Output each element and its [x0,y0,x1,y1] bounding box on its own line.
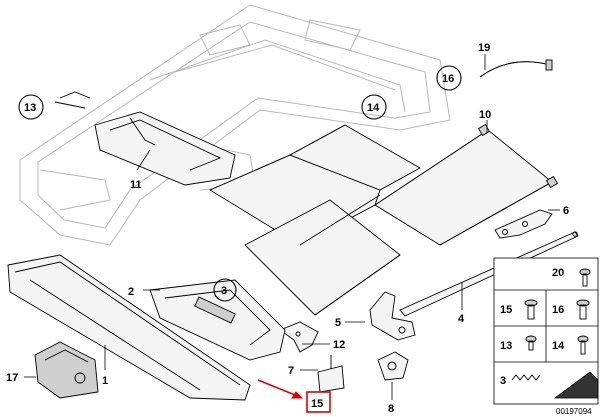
spring-3-icon [511,374,541,381]
callout-labels[interactable]: 1 2 4 5 6 7 8 10 11 12 15 17 19 13 14 16… [6,42,569,415]
leader-lines [24,54,560,400]
callout-11[interactable]: 11 [130,179,142,191]
screw-15-icon [524,299,538,320]
panel-label-14[interactable]: 14 [552,340,565,352]
panel-label-16[interactable]: 16 [552,304,564,316]
drawing-number: 00197094 [556,407,592,416]
panel-label-20[interactable]: 20 [552,267,564,279]
callout-17[interactable]: 17 [6,372,18,384]
callout-6[interactable]: 6 [563,205,569,217]
screw-13-icon [525,335,537,351]
panel-label-3[interactable]: 3 [500,375,506,387]
callout-13[interactable]: 13 [24,102,36,114]
part-11-bracket [54,91,236,186]
part-2-trim-panel [149,279,286,361]
screw-20-icon [579,268,591,287]
part-6-bracket [494,209,553,239]
callout-16[interactable]: 16 [442,73,454,85]
callout-1[interactable]: 1 [102,375,108,387]
callout-13-circle [18,94,44,120]
callout-10[interactable]: 10 [479,109,491,121]
screw-16-icon [576,299,590,320]
callout-12[interactable]: 12 [333,339,345,351]
callout-2[interactable]: 2 [128,286,134,298]
part-7-stud [317,355,345,393]
part-14-roller-blind-front [209,124,421,316]
highlight-part-15 [257,379,331,413]
callout-7[interactable]: 7 [288,365,294,377]
wedge-icon [553,371,599,399]
panel-label-15[interactable]: 15 [500,304,512,316]
callout-15[interactable]: 15 [311,398,323,410]
part-17-motor [34,341,99,399]
callout-3-circle [213,278,237,302]
highlight-box [306,391,331,413]
fastener-panel: 20 15 16 13 14 3 [493,257,599,405]
callout-3[interactable]: 3 [221,285,227,297]
part-1-front-cover [7,254,251,401]
callout-16-circle [436,65,462,91]
callout-19[interactable]: 19 [478,42,490,54]
callout-8[interactable]: 8 [388,403,394,415]
part-8-clip [377,351,409,381]
screw-14-icon [577,335,589,355]
callout-4[interactable]: 4 [458,313,465,325]
panel-label-13[interactable]: 13 [500,340,512,352]
callout-5[interactable]: 5 [335,317,341,329]
callout-14-circle [361,94,387,120]
callout-14[interactable]: 14 [367,102,380,114]
part-5-hinge [369,291,416,341]
part-19-cable [479,59,553,78]
part-12-bracket [279,321,319,353]
